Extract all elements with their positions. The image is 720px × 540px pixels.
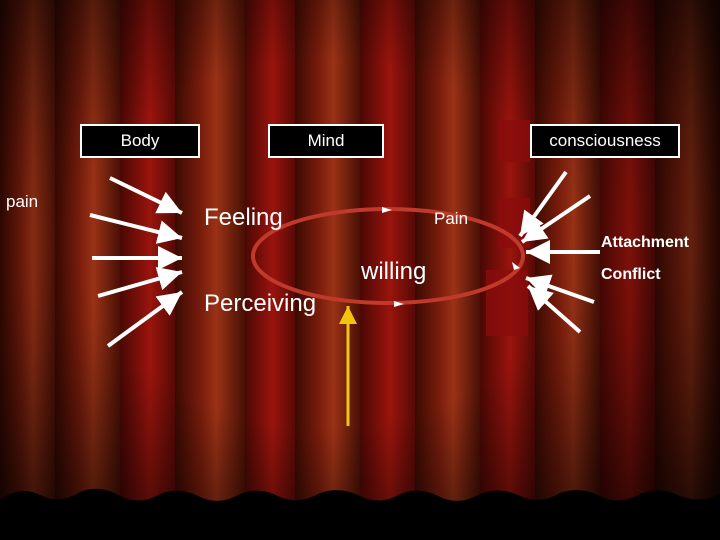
cycle-arrowhead-bottom xyxy=(394,301,404,307)
pain-left-label: pain xyxy=(6,192,39,211)
feeling-label: Feeling xyxy=(204,204,283,231)
arrow-left-5 xyxy=(106,290,184,348)
arrow-left-1 xyxy=(109,176,183,215)
attachment-label: Attachment xyxy=(601,234,690,251)
consciousness-box-label: consciousness xyxy=(549,131,661,150)
body-box-label: Body xyxy=(120,131,160,150)
arrow-right-4 xyxy=(525,274,595,304)
arrow-right-5 xyxy=(526,284,582,334)
cycle-arrowhead-top xyxy=(382,207,392,213)
cycle-arrowhead-right xyxy=(512,262,520,270)
body-box: Body xyxy=(80,124,200,158)
arrow-left-4 xyxy=(97,267,183,298)
conflict-label: Conflict xyxy=(601,266,661,283)
arrow-left-2 xyxy=(89,213,183,244)
arrow-right-2 xyxy=(520,194,592,244)
consciousness-box: consciousness xyxy=(530,124,680,158)
mind-box: Mind xyxy=(268,124,384,158)
mind-box-label: Mind xyxy=(307,131,345,150)
perceiving-label: Perceiving xyxy=(204,290,317,317)
pain-right-label: Pain xyxy=(434,209,469,228)
cycle-ellipse xyxy=(251,207,525,305)
willing-label: willing xyxy=(361,258,427,285)
